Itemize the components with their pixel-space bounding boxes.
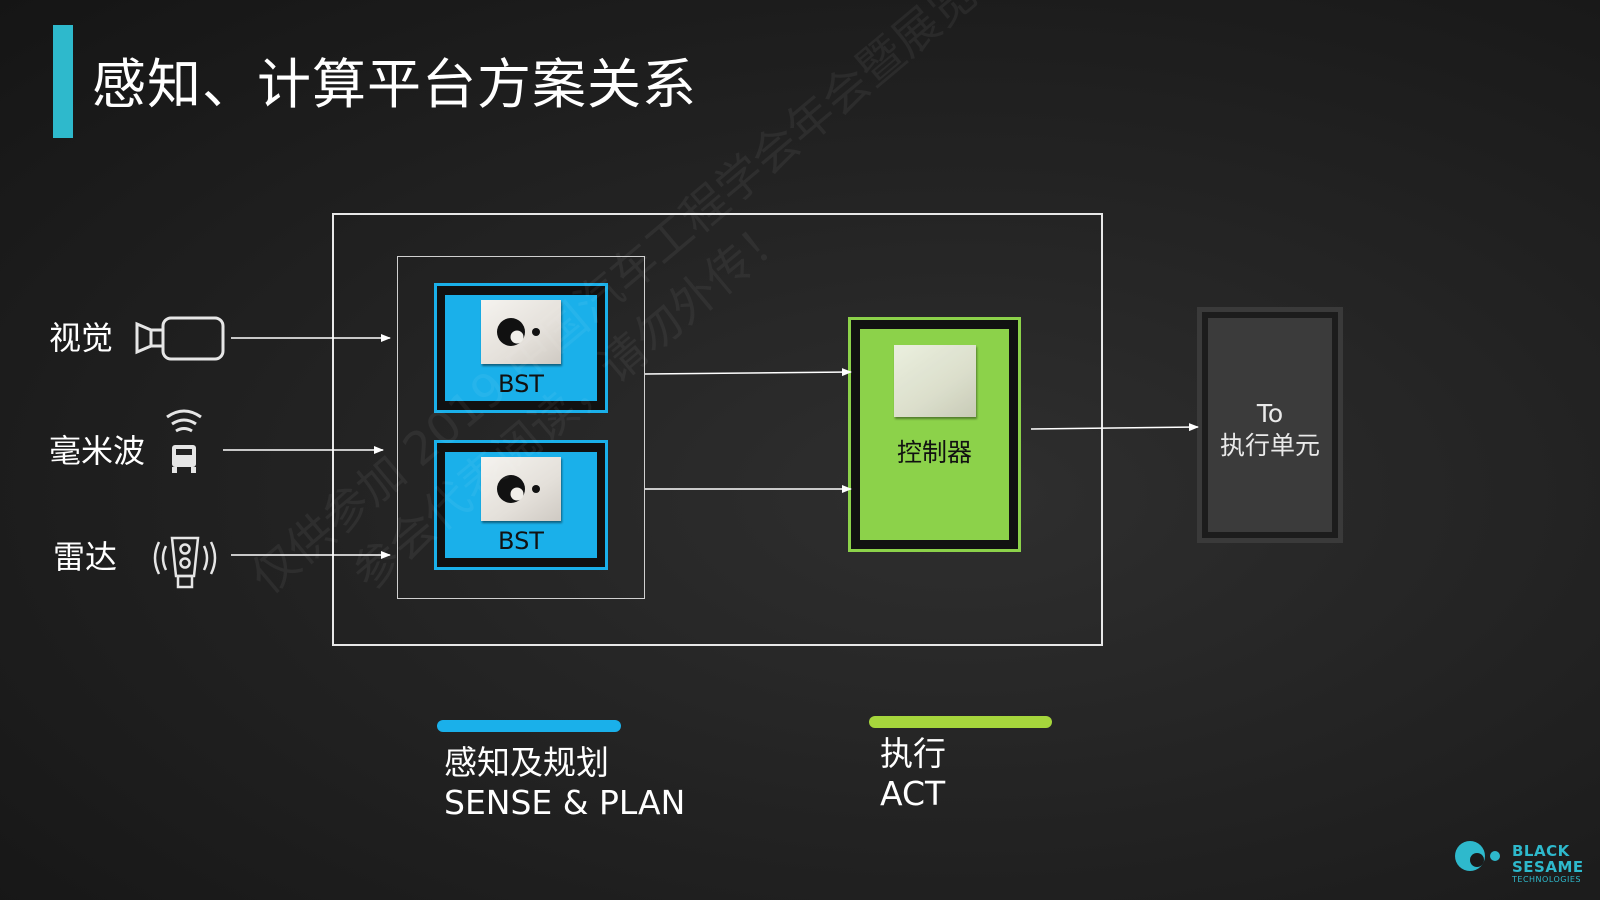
arrow-controller-to-actuator (1030, 423, 1199, 432)
legend-sense-text: 感知及规划 SENSE & PLAN (444, 743, 685, 823)
sensor-label-mmwave: 毫米波 (49, 432, 146, 470)
bst-chip-icon (481, 457, 561, 521)
controller-label: 控制器 (896, 438, 972, 467)
actuator-label-line1: To (1256, 399, 1284, 428)
slide-title: 感知、计算平台方案关系 (92, 53, 697, 116)
title-accent-bar (53, 25, 73, 138)
bst-chip-card-2: BST (434, 440, 608, 570)
bst-chip-label: BST (498, 370, 544, 398)
controller-card: 控制器 (848, 317, 1021, 552)
bst-chip-icon (481, 300, 561, 364)
bst-chip-label: BST (498, 527, 544, 555)
legend-sense-bar (437, 720, 621, 732)
mmwave-radar-icon (166, 409, 202, 473)
arrow-bst1-to-controller (644, 368, 852, 377)
company-logo-text: BLACK SESAME TECHNOLOGIES (1512, 843, 1584, 885)
logo-line1: BLACK (1512, 842, 1570, 860)
legend-sense-line1: 感知及规划 (444, 743, 609, 782)
legend-sense-line2: SENSE & PLAN (444, 783, 686, 822)
bst-chip-card-1: BST (434, 283, 608, 413)
logo-line2: SESAME (1512, 858, 1584, 876)
compute-platform-box (397, 256, 645, 599)
logo-line3: TECHNOLOGIES (1512, 875, 1581, 884)
system-boundary-box (332, 213, 1103, 646)
sensor-label-radar: 雷达 (53, 538, 118, 576)
controller-chip-icon (894, 345, 976, 417)
actuator-label: To 执行单元 (1208, 398, 1332, 462)
sensor-label-vision: 视觉 (49, 319, 114, 357)
black-sesame-logo-icon (1455, 841, 1500, 871)
camera-icon (135, 316, 225, 361)
actuator-card: To 执行单元 (1197, 307, 1343, 543)
actuator-label-line2: 执行单元 (1219, 431, 1320, 460)
legend-act-line2: ACT (880, 774, 946, 813)
lidar-icon (153, 536, 217, 589)
legend-act-text: 执行 ACT (880, 734, 946, 814)
legend-act-bar (869, 716, 1052, 728)
legend-act-line1: 执行 (880, 734, 946, 773)
